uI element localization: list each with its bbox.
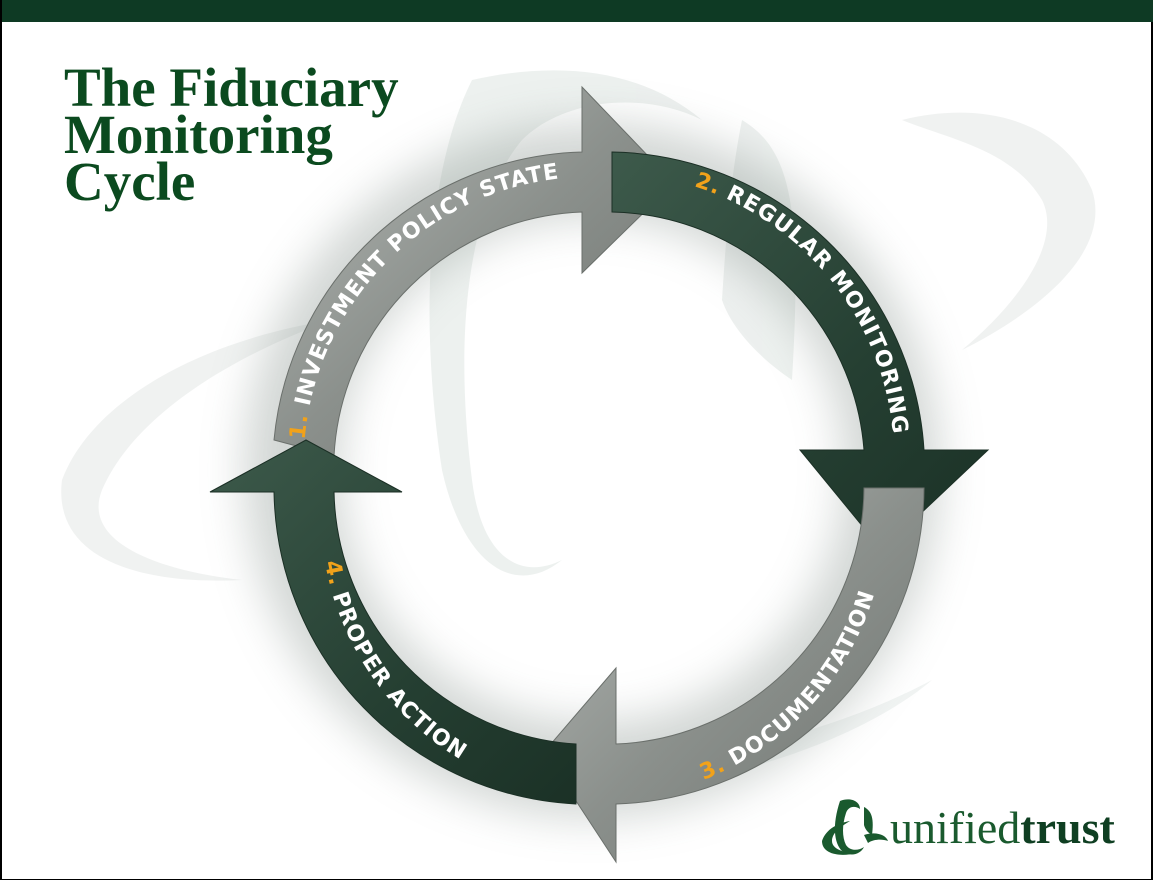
cycle-arrow-4 (209, 439, 577, 805)
slide-title: The Fiduciary Monitoring Cycle (64, 57, 399, 212)
logo-wordmark: unifiedtrust (890, 801, 1115, 855)
header-bar (2, 0, 1153, 22)
cycle-arrow-3 (543, 487, 925, 864)
cycle-arrow-1 (273, 85, 675, 457)
logo-word-unified: unified (890, 802, 1021, 853)
unified-trust-logo: unifiedtrust (820, 795, 1120, 865)
cycle-arrow-2 (611, 151, 990, 551)
unified-trust-logo-icon (822, 799, 888, 855)
logo-word-trust: trust (1020, 802, 1115, 853)
